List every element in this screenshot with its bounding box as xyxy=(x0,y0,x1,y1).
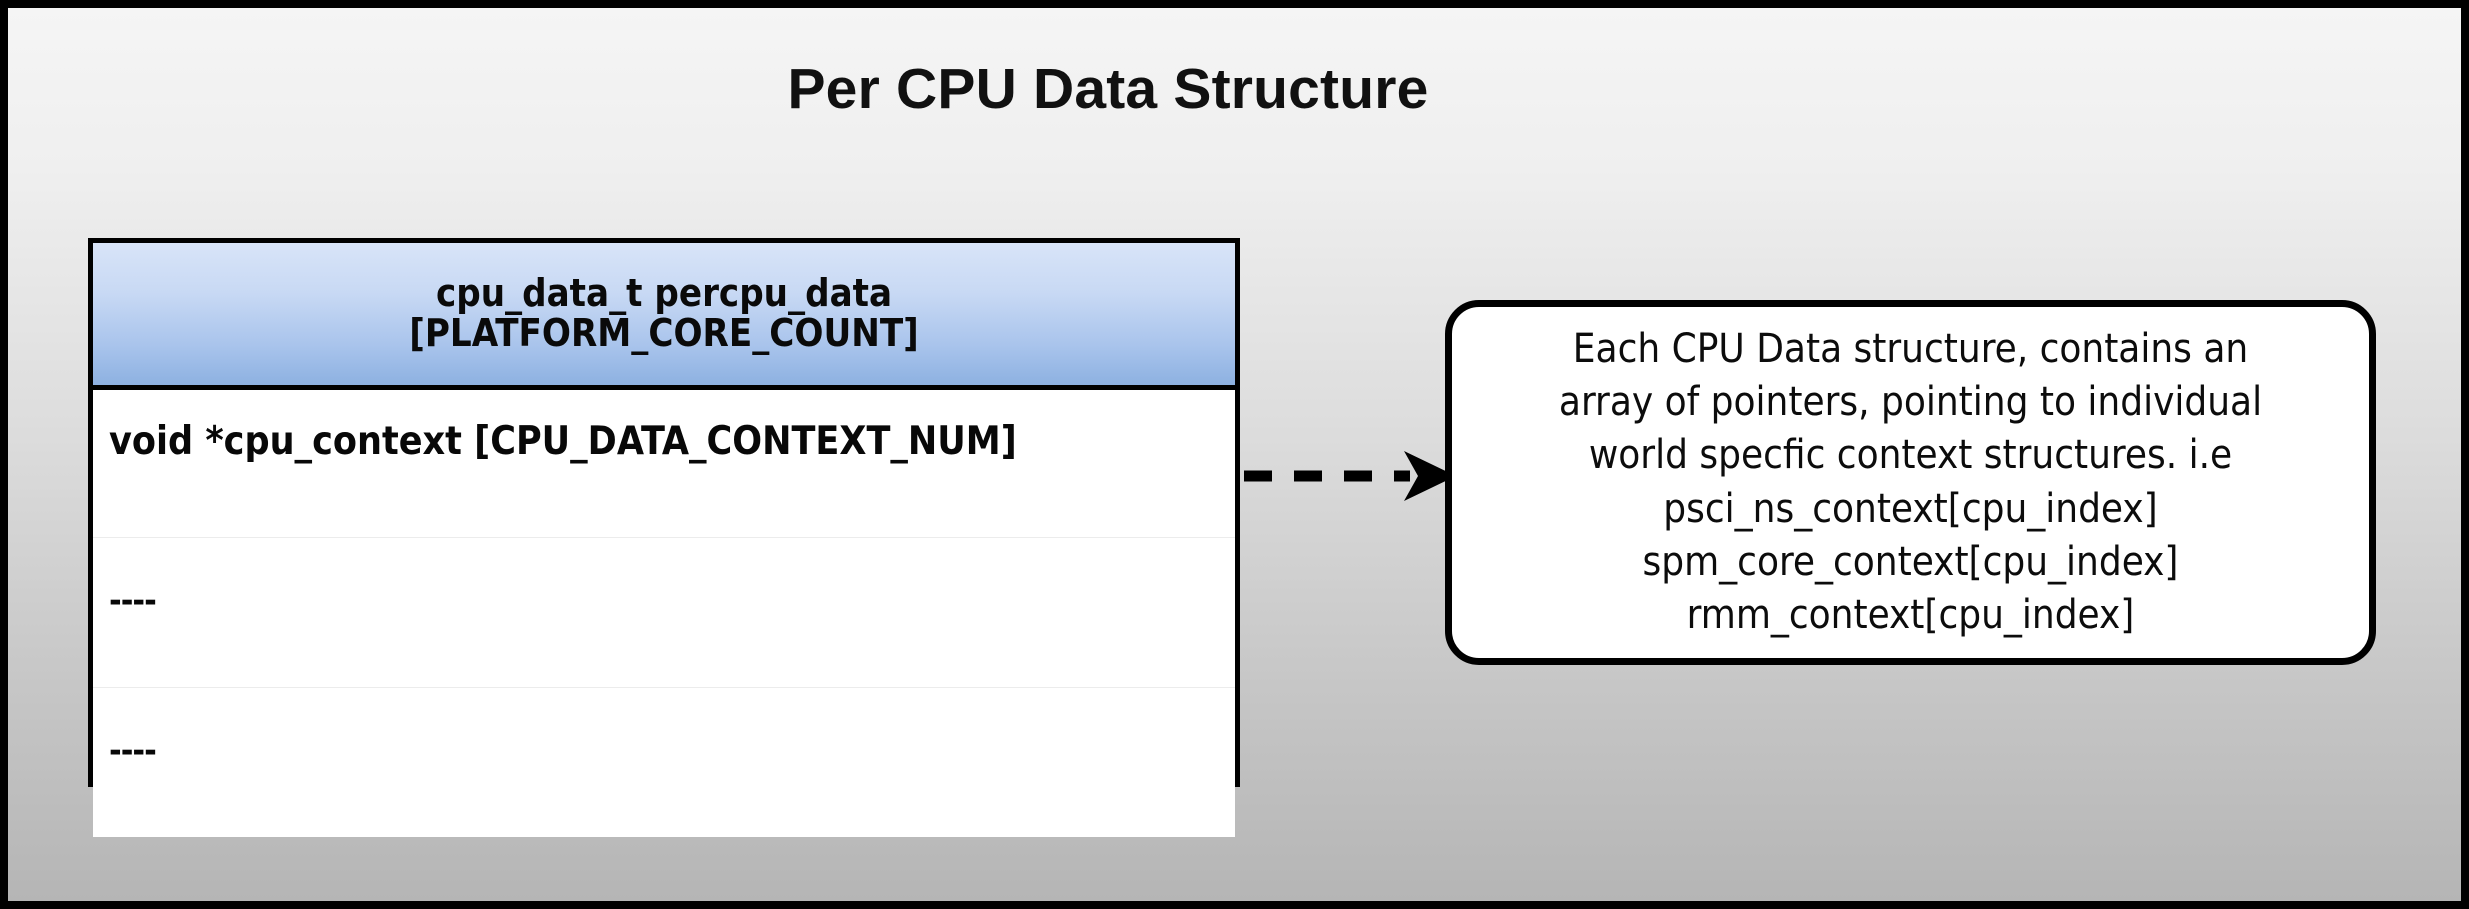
table-row-label: ---- xyxy=(109,731,157,771)
callout-note: Each CPU Data structure, contains an arr… xyxy=(1445,300,2376,665)
callout-line: spm_core_context[cpu_index] xyxy=(1642,538,2179,585)
callout-line: world specfic context structures. i.e xyxy=(1588,432,2233,479)
callout-line: array of pointers, pointing to individua… xyxy=(1558,379,2263,426)
table-row: ---- xyxy=(93,537,1235,687)
struct-table-header: cpu_data_t percpu_data [PLATFORM_CORE_CO… xyxy=(93,243,1235,390)
struct-header-line-1: cpu_data_t percpu_data xyxy=(435,271,893,316)
callout-line: psci_ns_context[cpu_index] xyxy=(1663,485,2158,532)
struct-header-line-2: [PLATFORM_CORE_COUNT] xyxy=(409,311,919,355)
table-row: void *cpu_context [CPU_DATA_CONTEXT_NUM] xyxy=(93,390,1235,537)
arrowhead-icon xyxy=(1404,451,1456,501)
table-row-label: void *cpu_context [CPU_DATA_CONTEXT_NUM] xyxy=(109,419,1017,464)
callout-line: rmm_context[cpu_index] xyxy=(1686,591,2135,638)
table-row: ---- xyxy=(93,687,1235,837)
table-row-label: ---- xyxy=(109,581,157,621)
page-title: Per CPU Data Structure xyxy=(787,57,1429,121)
diagram-surface: Per CPU Data Structure cpu_data_t percpu… xyxy=(8,8,2461,901)
callout-line: Each CPU Data structure, contains an xyxy=(1572,325,2249,372)
dashed-arrow-connector xyxy=(1244,451,1456,501)
percpu-data-struct-table: cpu_data_t percpu_data [PLATFORM_CORE_CO… xyxy=(88,238,1240,837)
